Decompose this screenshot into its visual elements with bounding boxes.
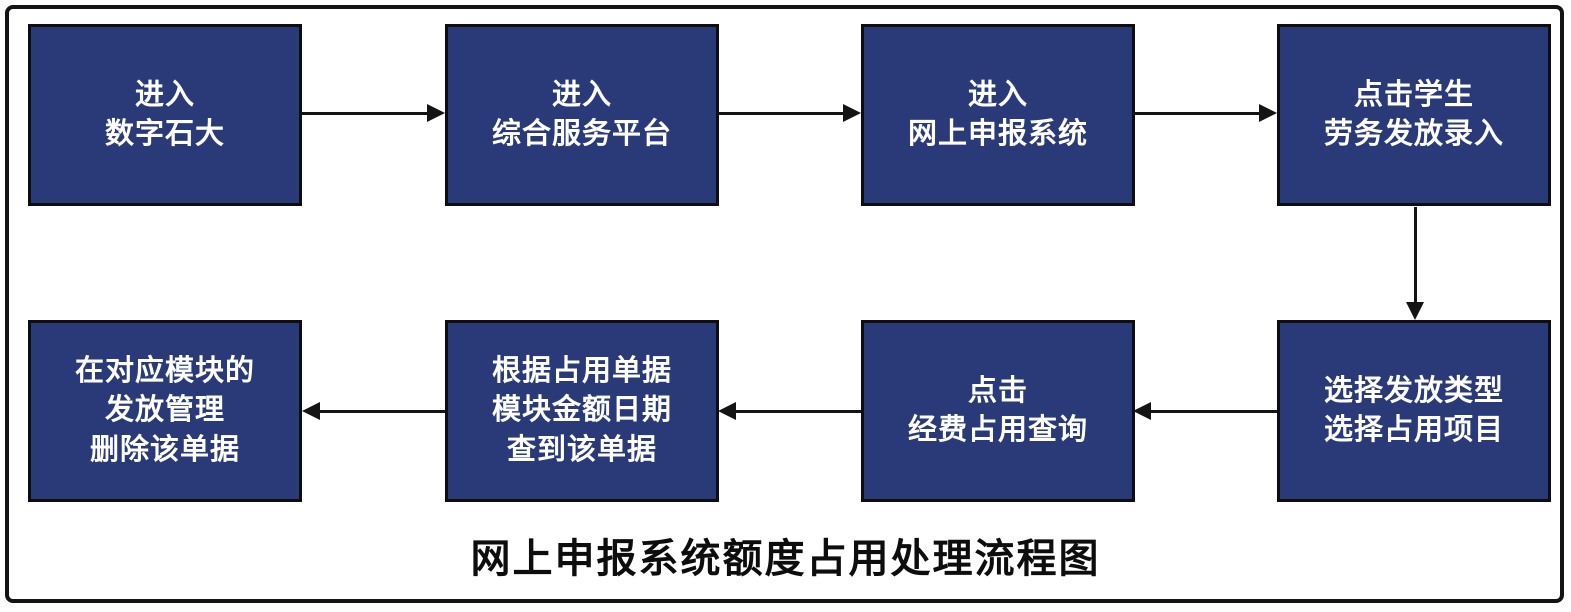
arrowhead-left-icon	[1133, 402, 1151, 420]
node-text-line: 综合服务平台	[491, 118, 672, 150]
arrowhead-down-icon	[1406, 302, 1424, 320]
arrow-right-icon	[1133, 104, 1277, 122]
arrow-shaft	[736, 409, 861, 413]
node-text-line: 查到该单据	[506, 433, 657, 466]
flow-node-enter-online-declaration: 进入 网上申报系统	[861, 24, 1135, 206]
flow-node-enter-service-platform: 进入 综合服务平台	[445, 24, 719, 206]
arrow-right-icon	[302, 104, 445, 122]
node-text-line: 劳务发放录入	[1323, 118, 1504, 150]
arrow-right-icon	[718, 104, 861, 122]
arrow-left-icon	[718, 402, 861, 420]
arrow-down-icon	[1406, 207, 1424, 320]
arrow-shaft	[1151, 409, 1277, 413]
arrow-shaft	[718, 111, 843, 115]
flow-node-click-student-labor-entry: 点击学生 劳务发放录入	[1277, 24, 1551, 206]
node-text-line: 经费占用查询	[907, 414, 1088, 446]
node-text-line: 点击学生	[1353, 78, 1474, 111]
arrow-shaft	[320, 409, 445, 413]
arrowhead-right-icon	[843, 104, 861, 122]
arrow-shaft	[302, 111, 427, 115]
node-text-line: 点击	[967, 374, 1028, 407]
arrowhead-left-icon	[302, 402, 320, 420]
node-text-line: 数字石大	[104, 118, 225, 150]
flow-node-find-document: 根据占用单据 模块金额日期 查到该单据	[445, 320, 719, 502]
node-text-line: 进入	[967, 78, 1028, 111]
node-text-line: 根据占用单据	[491, 355, 672, 388]
arrow-left-icon	[1133, 402, 1277, 420]
node-text-line: 进入	[134, 78, 195, 111]
arrow-shaft	[1413, 207, 1417, 302]
node-text-line: 模块金额日期	[491, 394, 672, 427]
arrowhead-right-icon	[427, 104, 445, 122]
node-text-line: 选择发放类型	[1323, 374, 1504, 407]
arrow-shaft	[1133, 111, 1259, 115]
flow-node-delete-document: 在对应模块的 发放管理 删除该单据	[28, 320, 302, 502]
node-text-line: 在对应模块的	[74, 355, 255, 388]
diagram-title: 网上申报系统额度占用处理流程图	[470, 537, 1101, 581]
flow-node-click-fund-occupation-query: 点击 经费占用查询	[861, 320, 1135, 502]
node-text-line: 删除该单据	[89, 433, 240, 466]
arrowhead-right-icon	[1259, 104, 1277, 122]
node-text-line: 发放管理	[104, 394, 225, 427]
node-text-line: 网上申报系统	[907, 118, 1088, 150]
arrow-left-icon	[302, 402, 445, 420]
flow-node-enter-digital-shida: 进入 数字石大	[28, 24, 302, 206]
flow-node-select-type-project: 选择发放类型 选择占用项目	[1277, 320, 1551, 502]
node-text-line: 进入	[551, 78, 612, 111]
arrowhead-left-icon	[718, 402, 736, 420]
node-text-line: 选择占用项目	[1323, 414, 1504, 446]
